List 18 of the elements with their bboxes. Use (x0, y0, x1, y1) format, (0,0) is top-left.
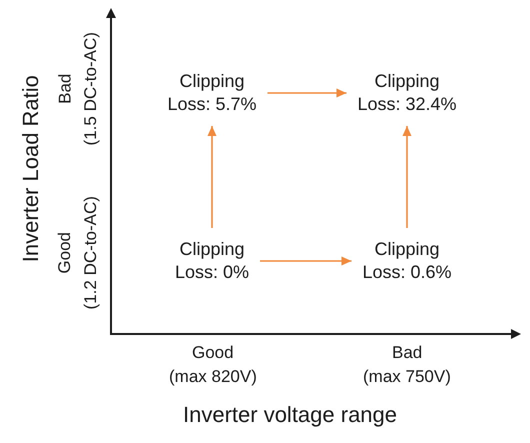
arrow (268, 88, 346, 98)
axis-tick-label: Good (192, 343, 234, 363)
outcome-label: Clipping Loss: 32.4% (356, 70, 458, 116)
axis-tick-label: (1.5 DC-to-AC) (80, 32, 100, 146)
arrow (402, 126, 412, 228)
axis-title: Inverter voltage range (183, 402, 398, 427)
axis-tick-label: (max 750V) (363, 367, 451, 387)
outcome-label: Clipping Loss: 0% (174, 238, 250, 284)
axis-tick-label: (max 820V) (169, 367, 257, 387)
outcome-label: Clipping Loss: 0.6% (362, 238, 452, 284)
axis-tick-label: Bad (392, 343, 422, 363)
axis-tick-label: Bad (55, 74, 75, 104)
axis-title: Inverter Load Ratio (17, 74, 43, 262)
arrow (208, 126, 216, 228)
axis-tick-label: (1.2 DC-to-AC) (80, 196, 100, 310)
outcome-label: Clipping Loss: 5.7% (166, 70, 258, 116)
axis-tick-label: Good (55, 232, 75, 274)
arrow (260, 256, 352, 266)
